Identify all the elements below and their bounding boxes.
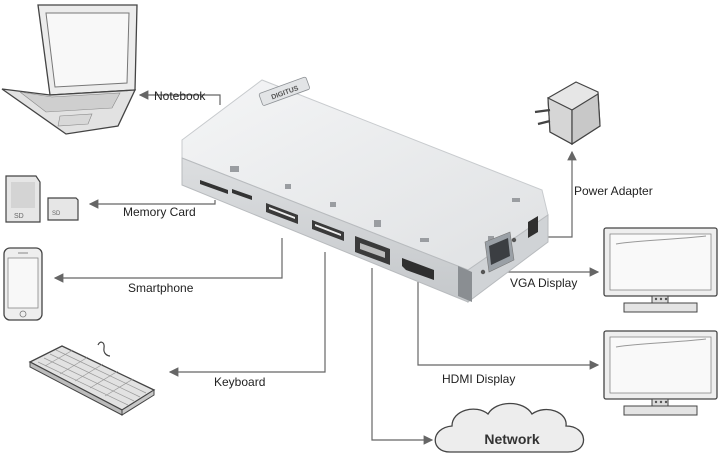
dc-icon	[512, 198, 520, 202]
memory-card-connector	[88, 199, 216, 209]
vga-icon	[488, 236, 494, 242]
keyboard-icon	[28, 341, 156, 416]
hdmi-display-label: HDMI Display	[442, 372, 515, 386]
network-connector	[371, 268, 434, 445]
hdmi-port	[402, 258, 434, 280]
power-adapter-icon	[534, 81, 601, 146]
dc-port	[528, 216, 538, 238]
sd-port-icon	[230, 166, 239, 172]
memory-card-label: Memory Card	[123, 205, 196, 219]
usb-icon	[285, 184, 291, 189]
smartphone-icon	[3, 247, 43, 321]
lan-icon	[374, 220, 381, 227]
power-adapter-label: Power Adapter	[574, 184, 653, 198]
network-cloud-icon: Network	[434, 402, 585, 453]
notebook-icon	[1, 4, 138, 135]
vga-display-label: VGA Display	[510, 276, 577, 290]
network-label: Network	[484, 431, 539, 447]
usb-icon	[330, 202, 336, 207]
svg-text:SD: SD	[14, 213, 24, 220]
card-slots	[200, 180, 252, 200]
keyboard-label: Keyboard	[214, 375, 265, 389]
hdmi-connector	[417, 282, 600, 370]
power-connector	[543, 150, 577, 238]
connector-lines	[53, 90, 600, 445]
keyboard-connector	[168, 252, 326, 377]
smartphone-label: Smartphone	[128, 281, 194, 295]
docking-hub: DIGITUS	[181, 76, 549, 303]
vga-port	[480, 231, 517, 275]
svg-text:SD: SD	[52, 211, 61, 217]
hdmi-icon	[420, 238, 429, 242]
memory-card-icon: SD SD	[5, 175, 79, 223]
usb-ports	[266, 203, 344, 241]
vga-display-icon	[603, 227, 718, 313]
notebook-label: Notebook	[154, 89, 206, 103]
notebook-connector	[138, 90, 221, 105]
hdmi-display-icon	[603, 330, 718, 416]
smartphone-connector	[53, 238, 283, 283]
